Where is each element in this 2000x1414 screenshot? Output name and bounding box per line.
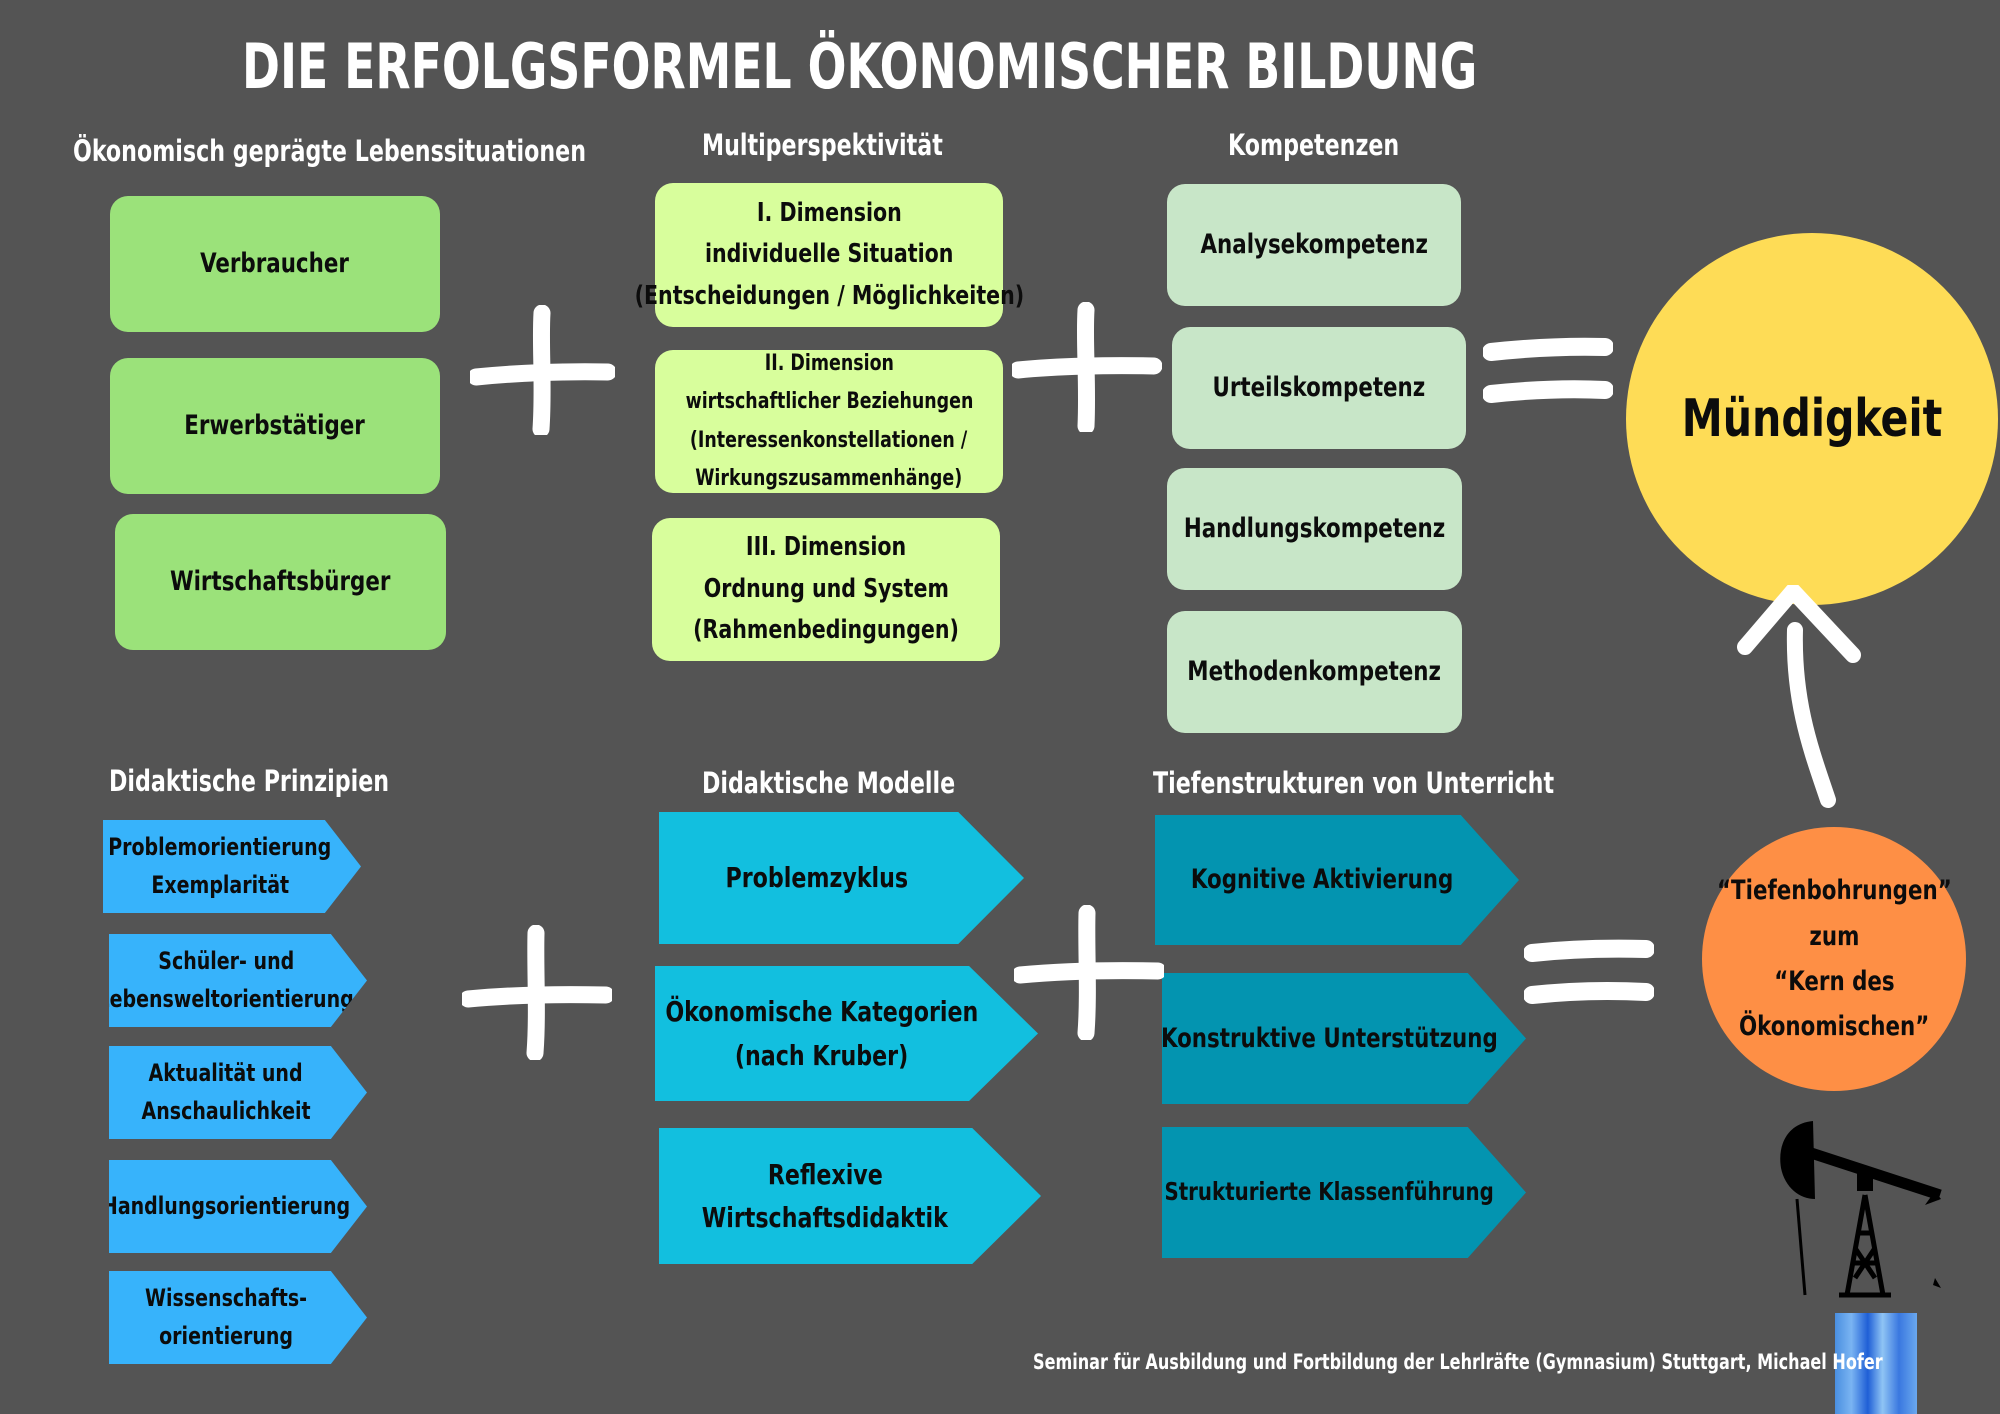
- box-dimension-2: II. Dimension wirtschaftlicher Beziehung…: [655, 350, 1003, 493]
- arrow-line: (nach Kruber): [734, 1038, 909, 1072]
- box-line: Ordnung und System: [703, 573, 949, 604]
- header-tiefenstrukturen: Tiefenstrukturen von Unterricht: [1153, 766, 1555, 800]
- arrow-reflexive-wirtschaftsdidaktik: Reflexive Wirtschaftsdidaktik: [659, 1128, 1041, 1264]
- box-label: Analysekompetenz: [1200, 229, 1428, 261]
- result-line: “Tiefenbohrungen”: [1716, 875, 1952, 907]
- result-label: Mündigkeit: [1681, 389, 1943, 449]
- arrow-line: Handlungsorientierung: [101, 1191, 351, 1220]
- box-line: III. Dimension: [745, 532, 907, 563]
- box-line: I. Dimension: [756, 197, 902, 228]
- arrow-line: Kognitive Aktivierung: [1190, 864, 1454, 896]
- box-analysekompetenz: Analysekompetenz: [1167, 184, 1461, 306]
- box-dimension-3: III. Dimension Ordnung und System (Rahme…: [652, 518, 1000, 661]
- header-multiperspektivitaet: Multiperspektivität: [702, 128, 943, 162]
- arrow-strukturierte-klassenfuehrung: Strukturierte Klassenführung: [1162, 1127, 1526, 1258]
- box-erwerbstaetiger: Erwerbstätiger: [110, 358, 440, 494]
- arrow-aktualitaet-anschaulichkeit: Aktualität und Anschaulichkeit: [109, 1046, 367, 1139]
- box-label: Wirtschaftsbürger: [170, 566, 391, 598]
- arrow-line: Strukturierte Klassenführung: [1164, 1177, 1494, 1207]
- box-label: Handlungskompetenz: [1183, 513, 1446, 545]
- arrow-kognitive-aktivierung: Kognitive Aktivierung: [1155, 815, 1519, 945]
- arrow-problemzyklus: Problemzyklus: [659, 812, 1024, 944]
- equals-sign-icon: [1524, 939, 1654, 1004]
- header-didaktische-prinzipien: Didaktische Prinzipien: [109, 764, 390, 798]
- header-didaktische-modelle: Didaktische Modelle: [702, 766, 956, 800]
- box-verbraucher: Verbraucher: [110, 196, 440, 332]
- result-line: Ökonomischen”: [1738, 1011, 1930, 1043]
- box-dimension-1: I. Dimension individuelle Situation (Ent…: [634, 183, 1024, 327]
- arrow-line: Schüler- und: [158, 947, 294, 976]
- box-line: (Entscheidungen / Möglichkeiten): [634, 280, 1024, 311]
- box-handlungskompetenz: Handlungskompetenz: [1167, 468, 1462, 590]
- arrow-line: Lebensweltorientierung: [97, 984, 355, 1013]
- arrow-konstruktive-unterstuetzung: Konstruktive Unterstützung: [1162, 973, 1526, 1104]
- arrow-line: Ökonomische Kategorien: [665, 995, 978, 1029]
- plus-sign-icon: [462, 925, 612, 1060]
- plus-sign-icon: [470, 305, 615, 435]
- box-line: (Interessenkonstellationen /: [690, 427, 968, 453]
- box-label: Verbraucher: [200, 248, 350, 280]
- box-label: Urteilskompetenz: [1212, 372, 1426, 404]
- arrow-handlungsorientierung: Handlungsorientierung: [109, 1160, 367, 1253]
- result-line: “Kern des: [1773, 966, 1895, 997]
- box-line: wirtschaftlicher Beziehungen: [685, 389, 973, 414]
- arrow-line: Problemorientierung: [108, 833, 332, 862]
- box-urteilskompetenz: Urteilskompetenz: [1172, 327, 1466, 449]
- box-line: II. Dimension: [764, 350, 894, 376]
- arrow-line: Exemplarität: [151, 870, 289, 899]
- arrow-line: orientierung: [159, 1321, 293, 1350]
- arrow-line: Aktualität und: [148, 1059, 304, 1088]
- pipe-graphic: [1835, 1313, 1917, 1414]
- oil-pump-icon: [1780, 1121, 1942, 1298]
- arrow-line: Wissenschafts-: [144, 1284, 307, 1313]
- box-line: (Rahmenbedingungen): [693, 615, 959, 646]
- plus-sign-icon: [1014, 905, 1164, 1040]
- box-label: Methodenkompetenz: [1187, 656, 1442, 688]
- footer-credit: Seminar für Ausbildung und Fortbildung d…: [1033, 1350, 1883, 1374]
- arrow-wissenschaftsorientierung: Wissenschafts- orientierung: [109, 1271, 367, 1364]
- box-line: Wirkungszusammenhänge): [695, 466, 963, 491]
- arrow-line: Reflexive: [767, 1157, 883, 1191]
- arrow-oekonomische-kategorien: Ökonomische Kategorien (nach Kruber): [655, 966, 1038, 1101]
- box-line: individuelle Situation: [704, 239, 954, 270]
- arrow-problemorientierung: Problemorientierung Exemplarität: [103, 820, 361, 913]
- arrow-line: Konstruktive Unterstützung: [1160, 1022, 1498, 1054]
- arrow-line: Wirtschaftsdidaktik: [701, 1201, 949, 1234]
- plus-sign-icon: [1012, 302, 1162, 432]
- box-methodenkompetenz: Methodenkompetenz: [1167, 611, 1462, 733]
- header-lebenssituationen: Ökonomisch geprägte Lebenssituationen: [73, 134, 587, 168]
- page-title: DIE ERFOLGSFORMEL ÖKONOMISCHER BILDUNG: [242, 30, 1478, 103]
- equals-sign-icon: [1483, 337, 1613, 403]
- box-label: Erwerbstätiger: [184, 410, 366, 442]
- arrow-line: Problemzyklus: [725, 861, 908, 895]
- arrow-schueler-lebensweltorientierung: Schüler- und Lebensweltorientierung: [109, 934, 367, 1027]
- result-muendigkeit: Mündigkeit: [1626, 233, 1998, 605]
- box-wirtschaftsbuerger: Wirtschaftsbürger: [115, 514, 446, 650]
- curved-up-arrow-icon: [1737, 585, 1861, 808]
- arrow-line: Anschaulichkeit: [141, 1096, 311, 1125]
- result-tiefenbohrungen: “Tiefenbohrungen” zum “Kern des Ökonomis…: [1702, 827, 1966, 1091]
- result-line: zum: [1809, 920, 1859, 952]
- header-kompetenzen: Kompetenzen: [1228, 128, 1400, 162]
